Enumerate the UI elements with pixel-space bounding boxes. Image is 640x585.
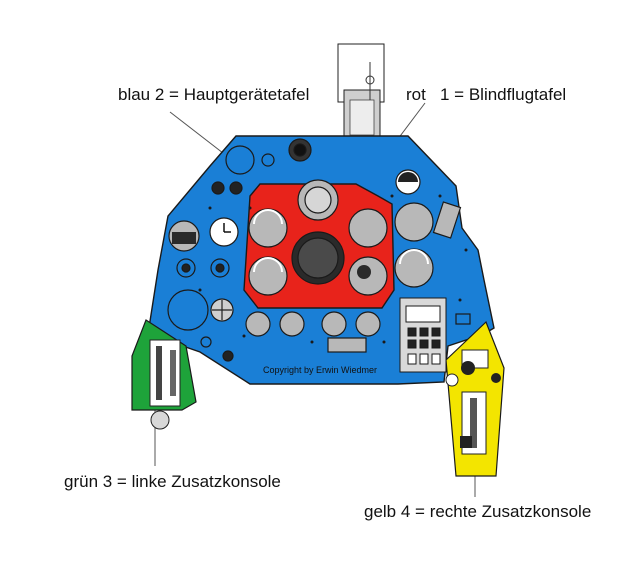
blind-flying-instruments — [248, 179, 388, 296]
right-console-controls — [445, 349, 501, 455]
left-console-lever — [149, 339, 181, 430]
label-right-console: gelb 4 = rechte Zusatzkonsole — [364, 502, 592, 521]
mounting-screws — [198, 194, 468, 344]
copyright-notice: Copyright by Erwin Wiedmer — [263, 365, 378, 375]
keypad-box — [399, 297, 447, 373]
label-main-panel: blau 2 = Hauptgerätetafel — [118, 85, 310, 104]
label-blind-flying-panel: rot 1 = Blindflugtafel — [406, 85, 567, 104]
label-left-console: grün 3 = linke Zusatzkonsole — [64, 472, 281, 491]
main-panel-instruments — [167, 138, 471, 362]
